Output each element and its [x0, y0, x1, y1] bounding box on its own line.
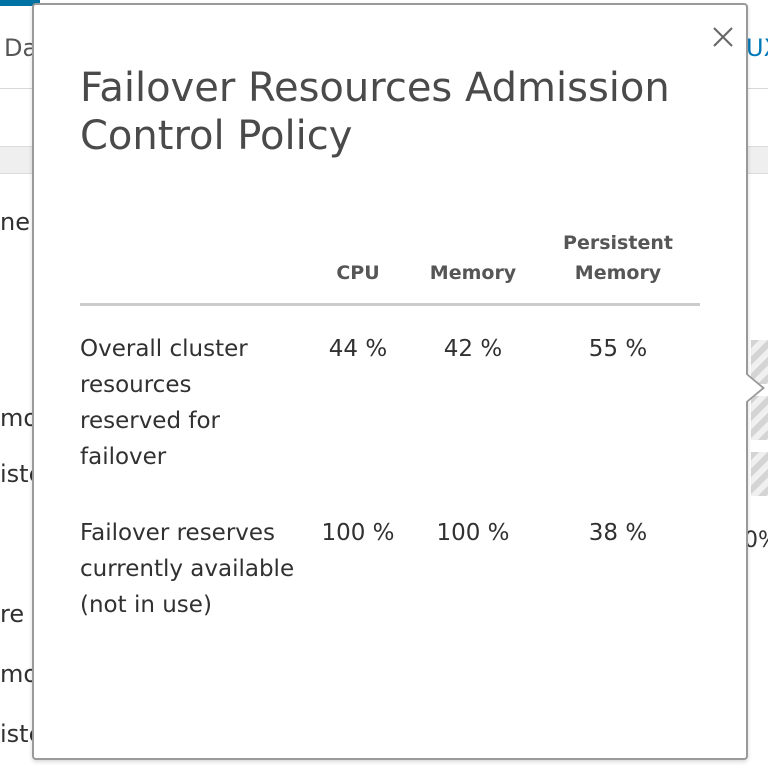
column-header-persistent-memory: Persistent Memory [563, 232, 673, 284]
close-button[interactable] [706, 20, 740, 54]
reserved-cpu-value: 44 % [328, 336, 388, 362]
popover-pointer-fill [743, 372, 762, 404]
popover-title: Failover Resources Admission Control Pol… [80, 65, 670, 159]
background-text-fragment: re [0, 600, 25, 628]
background-usage-bar [751, 452, 768, 496]
column-header-cpu: CPU [336, 262, 380, 284]
active-tab-indicator [0, 0, 40, 6]
row-label-reserved-for-failover: Overall cluster resources reserved for f… [80, 336, 248, 470]
background-usage-bar [751, 396, 768, 440]
column-header-memory: Memory [429, 262, 517, 284]
reserved-persistent-memory-value: 55 % [588, 336, 648, 362]
background-tab-right-link[interactable]: UX [746, 34, 768, 62]
row-label-reserves-available: Failover reserves currently available (n… [80, 520, 295, 618]
reserved-memory-value: 42 % [443, 336, 503, 362]
background-percent-fragment: 0% [744, 528, 768, 553]
available-cpu-value: 100 % [321, 520, 395, 546]
available-persistent-memory-value: 38 % [588, 520, 648, 546]
close-icon [713, 27, 733, 47]
admission-control-popover [32, 3, 748, 760]
table-header-divider [80, 303, 700, 306]
background-tab-left[interactable]: Da [4, 34, 38, 62]
available-memory-value: 100 % [436, 520, 510, 546]
